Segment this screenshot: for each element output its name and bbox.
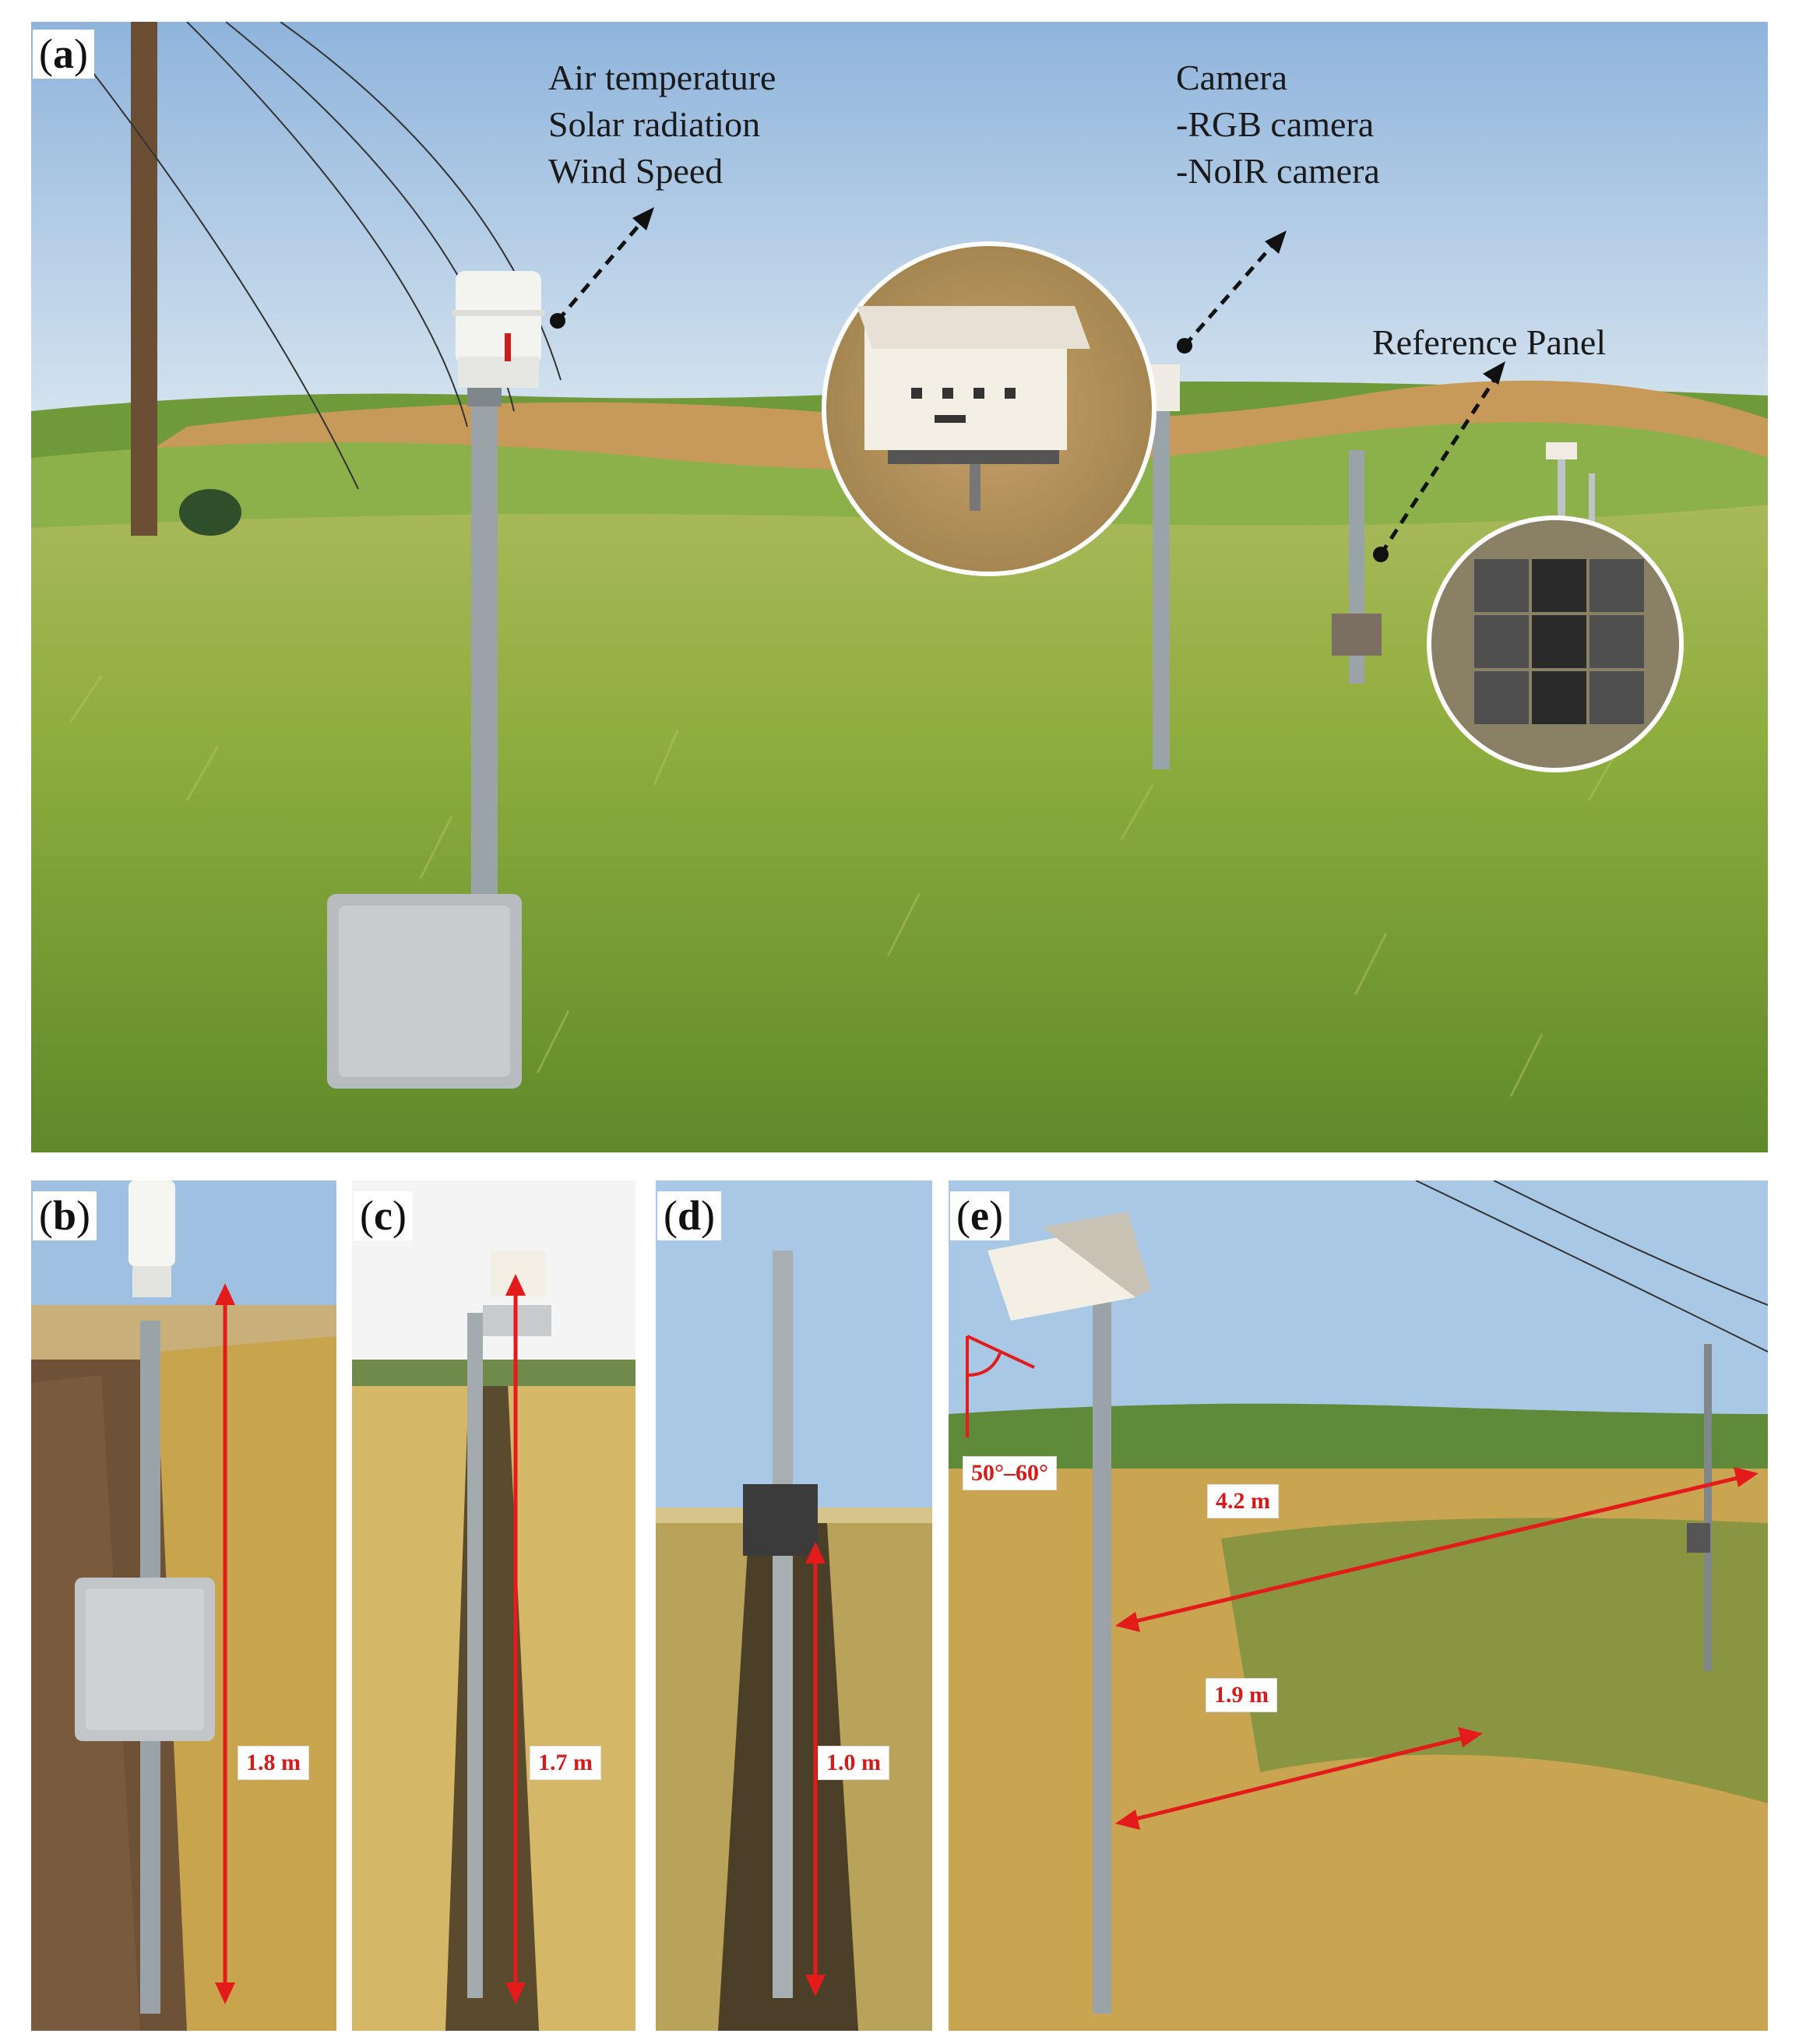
reference-panel-annotation: Reference Panel: [1372, 322, 1607, 362]
angle-label-e: 50°–60°: [963, 1456, 1057, 1490]
reference-panel-scene-d: [656, 1180, 932, 2031]
annotation-camera: Camera: [1176, 58, 1288, 97]
field-scene-a: [31, 22, 1768, 1152]
camera-annotation: Camera -RGB camera -NoIR camera: [1176, 55, 1380, 195]
annotation-wind-speed: Wind Speed: [548, 151, 723, 191]
panel-a-label: (a): [33, 30, 94, 79]
panel-b-label: (b): [33, 1191, 97, 1241]
height-arrow-c: [505, 1274, 526, 2004]
panel-c-label: (c): [354, 1191, 413, 1241]
panel-a-letter: a: [52, 30, 74, 77]
distance-label-4-2: 4.2 m: [1207, 1484, 1279, 1518]
height-arrow-b: [215, 1283, 235, 2004]
distance-arrows-e: [1115, 1467, 1759, 1830]
panel-b-letter: b: [52, 1192, 77, 1239]
panel-c-photo: [352, 1180, 635, 2031]
annotation-noir-camera: -NoIR camera: [1176, 151, 1380, 191]
height-label-b: 1.8 m: [238, 1746, 309, 1780]
panel-c-letter: c: [373, 1192, 393, 1239]
panel-b-photo: [31, 1180, 336, 2031]
height-arrow-d: [805, 1542, 826, 1997]
panel-d-photo: [656, 1180, 932, 2031]
distance-label-1-9: 1.9 m: [1206, 1678, 1277, 1712]
annotation-rgb-camera: -RGB camera: [1176, 104, 1375, 144]
camera-geometry-scene-e: [949, 1180, 1768, 2031]
camera-scene-c: [352, 1180, 635, 2031]
panel-e-letter: e: [970, 1192, 989, 1239]
panel-d-label: (d): [657, 1191, 722, 1241]
height-label-c: 1.7 m: [530, 1746, 601, 1780]
panel-a-photo: [31, 22, 1768, 1152]
weather-sensor-annotation: Air temperature Solar radiation Wind Spe…: [548, 55, 776, 195]
annotation-solar-radiation: Solar radiation: [548, 104, 761, 144]
weather-station-scene-b: [31, 1180, 336, 2031]
panel-d-letter: d: [677, 1192, 702, 1239]
height-label-d: 1.0 m: [818, 1746, 889, 1780]
panel-e-photo: [949, 1180, 1768, 2031]
panel-e-label: (e): [950, 1191, 1009, 1241]
annotation-air-temperature: Air temperature: [548, 58, 776, 97]
